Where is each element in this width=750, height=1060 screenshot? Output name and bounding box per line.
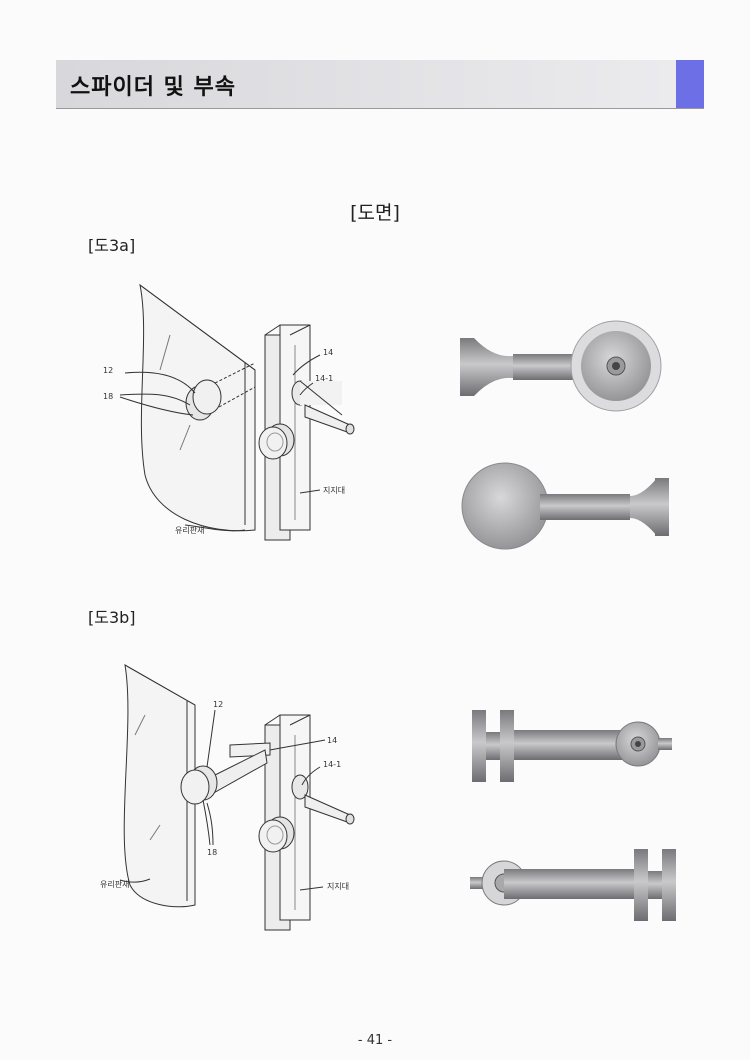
figure-3b-callout-14-1: 14-1 bbox=[323, 760, 341, 769]
header-accent-block bbox=[676, 60, 704, 108]
figure-3a-callout-18: 18 bbox=[103, 392, 113, 401]
figure-3a-callout-glass: 유리판재 bbox=[175, 526, 204, 535]
header-bar: 스파이더 및 부속 bbox=[56, 60, 704, 109]
figure-3b-callout-support: 지지대 bbox=[327, 882, 349, 891]
figure-3a-callout-12: 12 bbox=[103, 366, 113, 375]
page-number: - 41 - bbox=[357, 1033, 393, 1048]
section-heading: [도면] bbox=[350, 202, 400, 224]
figure-3b-callout-glass: 유리판재 bbox=[100, 880, 129, 889]
figure-3a-callout-14-1: 14-1 bbox=[315, 374, 333, 383]
figure-3a-callout-support: 지지대 bbox=[323, 486, 345, 495]
page-title: 스파이더 및 부속 bbox=[70, 75, 236, 100]
figure-3b-drawing: 12 14 14-1 18 지지대 유리판재 bbox=[100, 664, 355, 931]
figure-3a-drawing: 12 18 14 14-1 지지대 유리판재 bbox=[103, 283, 355, 541]
figure-3b-render-top bbox=[472, 710, 672, 782]
figure-3b-label: [도3b] bbox=[88, 608, 136, 627]
figure-3a-render-bottom bbox=[461, 462, 669, 550]
figure-3a-callout-14: 14 bbox=[323, 348, 333, 357]
figure-3b-render-bottom bbox=[470, 849, 676, 921]
figure-3b-callout-14: 14 bbox=[327, 736, 337, 745]
figure-3b-callout-18: 18 bbox=[207, 848, 217, 857]
figure-3a-label: [도3a] bbox=[88, 236, 136, 255]
figure-3b-callout-12: 12 bbox=[213, 700, 223, 709]
figure-3a-render-top bbox=[460, 320, 662, 412]
